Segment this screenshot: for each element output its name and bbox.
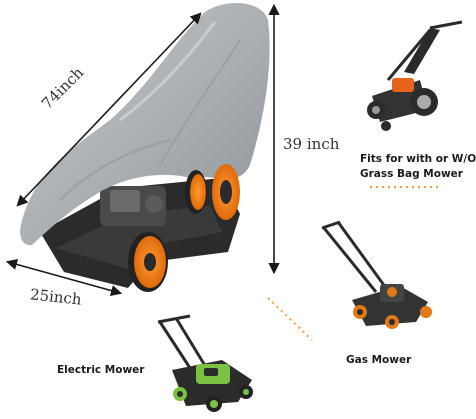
length-arrow (16, 12, 202, 207)
electric-mower-image (157, 314, 253, 412)
rear-wheel-left (185, 170, 207, 214)
fits-caption: Fits for with or W/O Grass Bag Mower (360, 152, 476, 182)
gas-mower-caption: Gas Mower (346, 354, 412, 366)
height-label: 39 inch (283, 135, 340, 153)
bag-mower-image (367, 20, 463, 131)
fits-caption-line2: Grass Bag Mower (360, 168, 463, 180)
gas-mower-image (321, 220, 432, 329)
electric-mower-caption: Electric Mower (57, 364, 145, 376)
fits-caption-line1: Fits for with or W/O (360, 153, 476, 165)
rear-wheel-right (212, 164, 240, 220)
front-wheel (128, 232, 168, 292)
covered-mower (20, 2, 270, 292)
width-arrow (5, 258, 123, 297)
guide-dots-lower (267, 297, 313, 341)
